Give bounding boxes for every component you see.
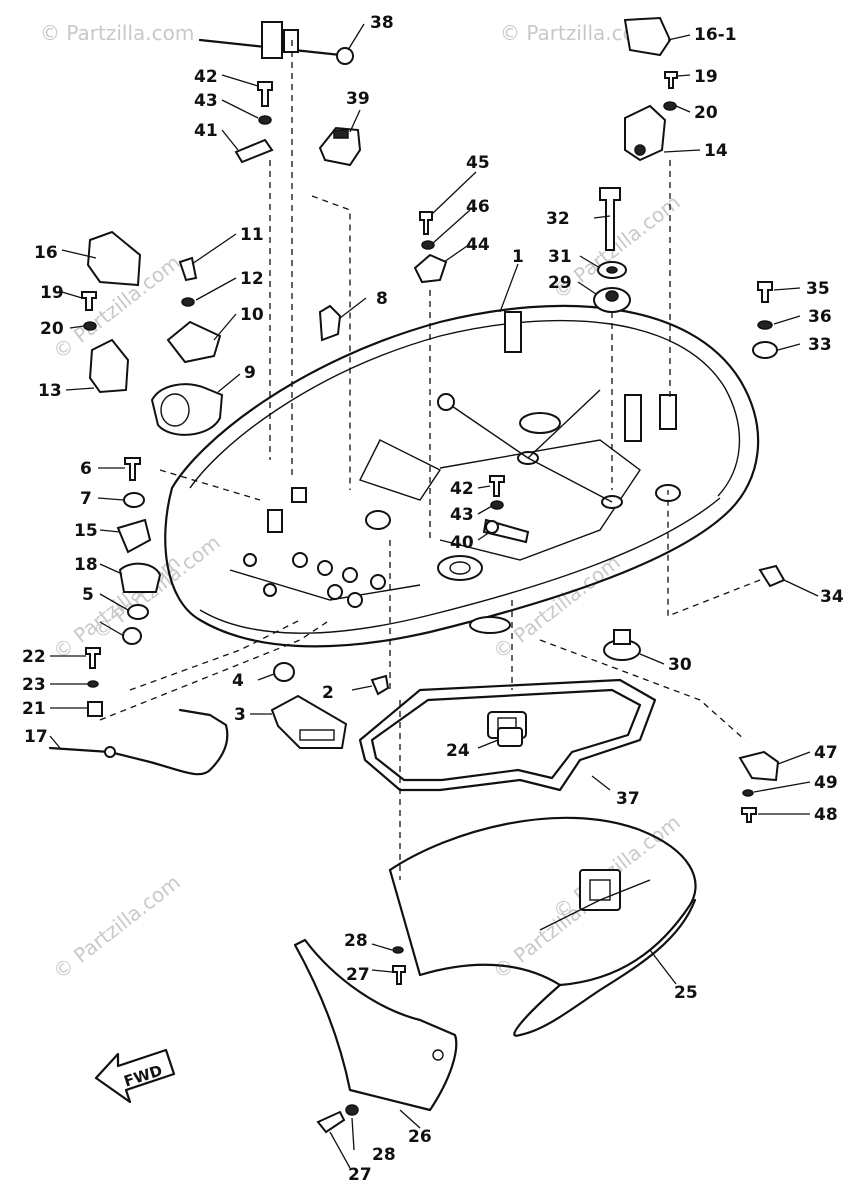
callout-16-1: 16-1 <box>694 25 737 45</box>
callout-44: 44 <box>466 235 490 255</box>
bottom-cowling-part <box>164 304 760 648</box>
callout-41: 41 <box>194 121 218 141</box>
callout-25: 25 <box>674 983 698 1003</box>
callout-27: 27 <box>348 1165 372 1185</box>
callout-14: 14 <box>704 141 728 161</box>
callout-26: 26 <box>408 1127 432 1147</box>
callout-16: 16 <box>34 243 58 263</box>
fwd-arrow-icon: FWD <box>94 1048 176 1104</box>
callout-layer: 1234567891011121314151616-11718192021222… <box>22 13 844 1185</box>
callout-34: 34 <box>820 587 844 607</box>
lower-cover-starboard <box>388 816 697 1037</box>
callout-46: 46 <box>466 197 490 217</box>
callout-2: 2 <box>322 683 334 703</box>
callout-31: 31 <box>548 247 572 267</box>
callout-42: 42 <box>450 479 474 499</box>
callout-3: 3 <box>234 705 246 725</box>
small-parts <box>48 16 786 1134</box>
callout-19: 19 <box>694 67 718 87</box>
callout-43: 43 <box>194 91 218 111</box>
callout-49: 49 <box>814 773 838 793</box>
callout-23: 23 <box>22 675 46 695</box>
callout-18: 18 <box>74 555 98 575</box>
callout-8: 8 <box>376 289 388 309</box>
callout-20: 20 <box>40 319 64 339</box>
callout-43: 43 <box>450 505 474 525</box>
callout-6: 6 <box>80 459 92 479</box>
callout-27: 27 <box>346 965 370 985</box>
callout-22: 22 <box>22 647 46 667</box>
callout-12: 12 <box>240 269 264 289</box>
callout-17: 17 <box>24 727 48 747</box>
callout-10: 10 <box>240 305 264 325</box>
lower-cover-port <box>293 938 458 1112</box>
callout-28: 28 <box>344 931 368 951</box>
callout-42: 42 <box>194 67 218 87</box>
callout-28: 28 <box>372 1145 396 1165</box>
callout-48: 48 <box>814 805 838 825</box>
callout-11: 11 <box>240 225 264 245</box>
fwd-label: FWD <box>122 1061 165 1090</box>
callout-35: 35 <box>806 279 830 299</box>
callout-33: 33 <box>808 335 832 355</box>
callout-40: 40 <box>450 533 474 553</box>
callout-29: 29 <box>548 273 572 293</box>
callout-15: 15 <box>74 521 98 541</box>
callout-45: 45 <box>466 153 490 173</box>
leader-lines <box>49 23 819 1169</box>
callout-38: 38 <box>370 13 394 33</box>
callout-1: 1 <box>512 247 524 267</box>
callout-7: 7 <box>80 489 92 509</box>
callout-32: 32 <box>546 209 570 229</box>
callout-47: 47 <box>814 743 838 763</box>
callout-37: 37 <box>616 789 640 809</box>
callout-36: 36 <box>808 307 832 327</box>
watermark-text: © Partzilla.com <box>40 21 194 45</box>
watermark-text: © Partzilla.com <box>48 870 184 984</box>
callout-13: 13 <box>38 381 62 401</box>
callout-39: 39 <box>346 89 370 109</box>
callout-5: 5 <box>82 585 94 605</box>
callout-9: 9 <box>244 363 256 383</box>
callout-24: 24 <box>446 741 470 761</box>
callout-21: 21 <box>22 699 46 719</box>
callout-30: 30 <box>668 655 692 675</box>
callout-4: 4 <box>232 671 244 691</box>
callout-19: 19 <box>40 283 64 303</box>
callout-20: 20 <box>694 103 718 123</box>
alignment-lines <box>99 40 761 880</box>
